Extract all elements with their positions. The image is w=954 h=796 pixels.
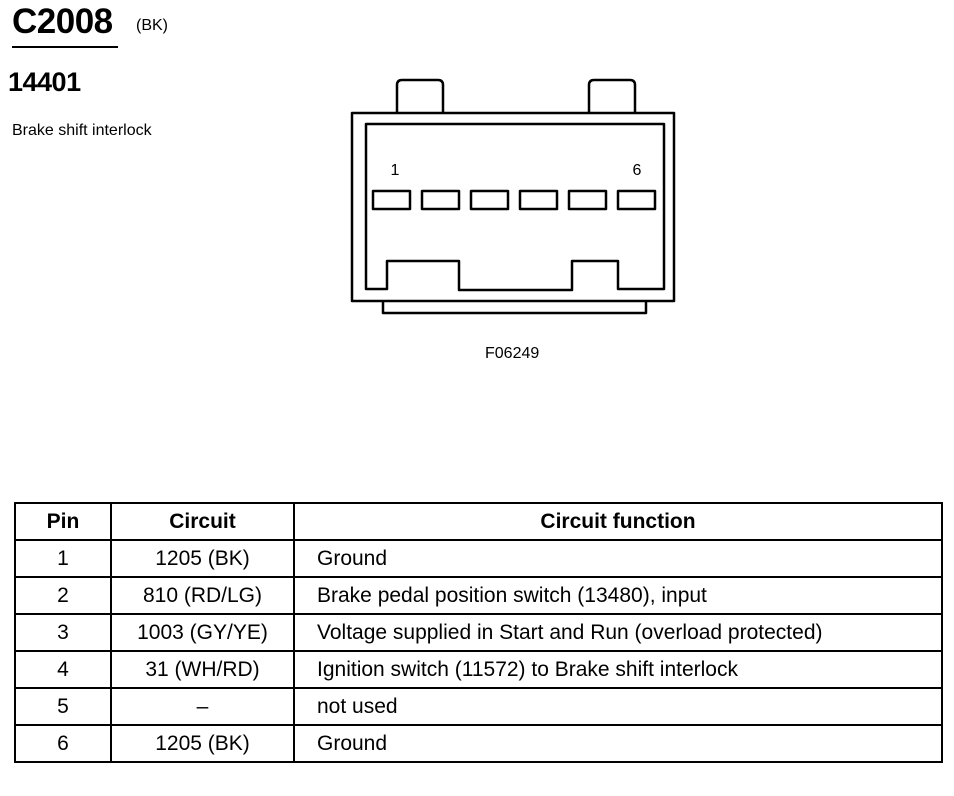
connector-face-diagram: 1 6 [350, 78, 676, 315]
circuit-code: 31 (WH/RD) [110, 650, 295, 689]
connector-color-code: (BK) [136, 17, 168, 34]
right-latch [587, 78, 637, 113]
circuit-function: Ignition switch (11572) to Brake shift i… [293, 650, 943, 689]
header-circuit-function: Circuit function [293, 502, 943, 541]
connector-outer-shell [350, 111, 676, 303]
circuit-function: Ground [293, 724, 943, 763]
pin-cavity-4 [518, 189, 559, 211]
left-latch [395, 78, 445, 113]
table-row: 4 31 (WH/RD) Ignition switch (11572) to … [14, 650, 943, 689]
circuit-code: 1205 (BK) [110, 539, 295, 578]
table-row: 5 – not used [14, 687, 943, 726]
connector-id: C2008 [12, 2, 113, 41]
circuit-function: Voltage supplied in Start and Run (overl… [293, 613, 943, 652]
pin-table-header-row: Pin Circuit Circuit function [14, 502, 943, 541]
circuit-code: 1003 (GY/YE) [110, 613, 295, 652]
table-row: 6 1205 (BK) Ground [14, 724, 943, 763]
pin-cavity-3 [469, 189, 510, 211]
table-row: 3 1003 (GY/YE) Voltage supplied in Start… [14, 613, 943, 652]
pin-cavity-6 [616, 189, 657, 211]
table-row: 1 1205 (BK) Ground [14, 539, 943, 578]
circuit-function: not used [293, 687, 943, 726]
connector-inner-wall [364, 122, 666, 292]
figure-id: F06249 [485, 345, 540, 362]
circuit-code: 810 (RD/LG) [110, 576, 295, 615]
pin-number: 1 [14, 539, 112, 578]
pin-number: 2 [14, 576, 112, 615]
circuit-code: 1205 (BK) [110, 724, 295, 763]
part-number: 14401 [8, 67, 81, 97]
pin-number: 4 [14, 650, 112, 689]
pin-number: 6 [14, 724, 112, 763]
table-row: 2 810 (RD/LG) Brake pedal position switc… [14, 576, 943, 615]
circuit-function: Ground [293, 539, 943, 578]
pin-table: Pin Circuit Circuit function 1 1205 (BK)… [14, 502, 943, 763]
circuit-code: – [110, 687, 295, 726]
pin-number: 5 [14, 687, 112, 726]
connector-description: Brake shift interlock [12, 122, 152, 139]
pin-cavity-2 [420, 189, 461, 211]
connector-id-underline [12, 46, 118, 48]
pin-cavity-1 [371, 189, 412, 211]
pin-cavity-5 [567, 189, 608, 211]
pin-label-first: 1 [391, 162, 400, 179]
connector-bottom-flange [381, 301, 648, 315]
header-circuit: Circuit [110, 502, 295, 541]
pin-number: 3 [14, 613, 112, 652]
pin-label-last: 6 [633, 162, 642, 179]
header-pin: Pin [14, 502, 112, 541]
circuit-function: Brake pedal position switch (13480), inp… [293, 576, 943, 615]
